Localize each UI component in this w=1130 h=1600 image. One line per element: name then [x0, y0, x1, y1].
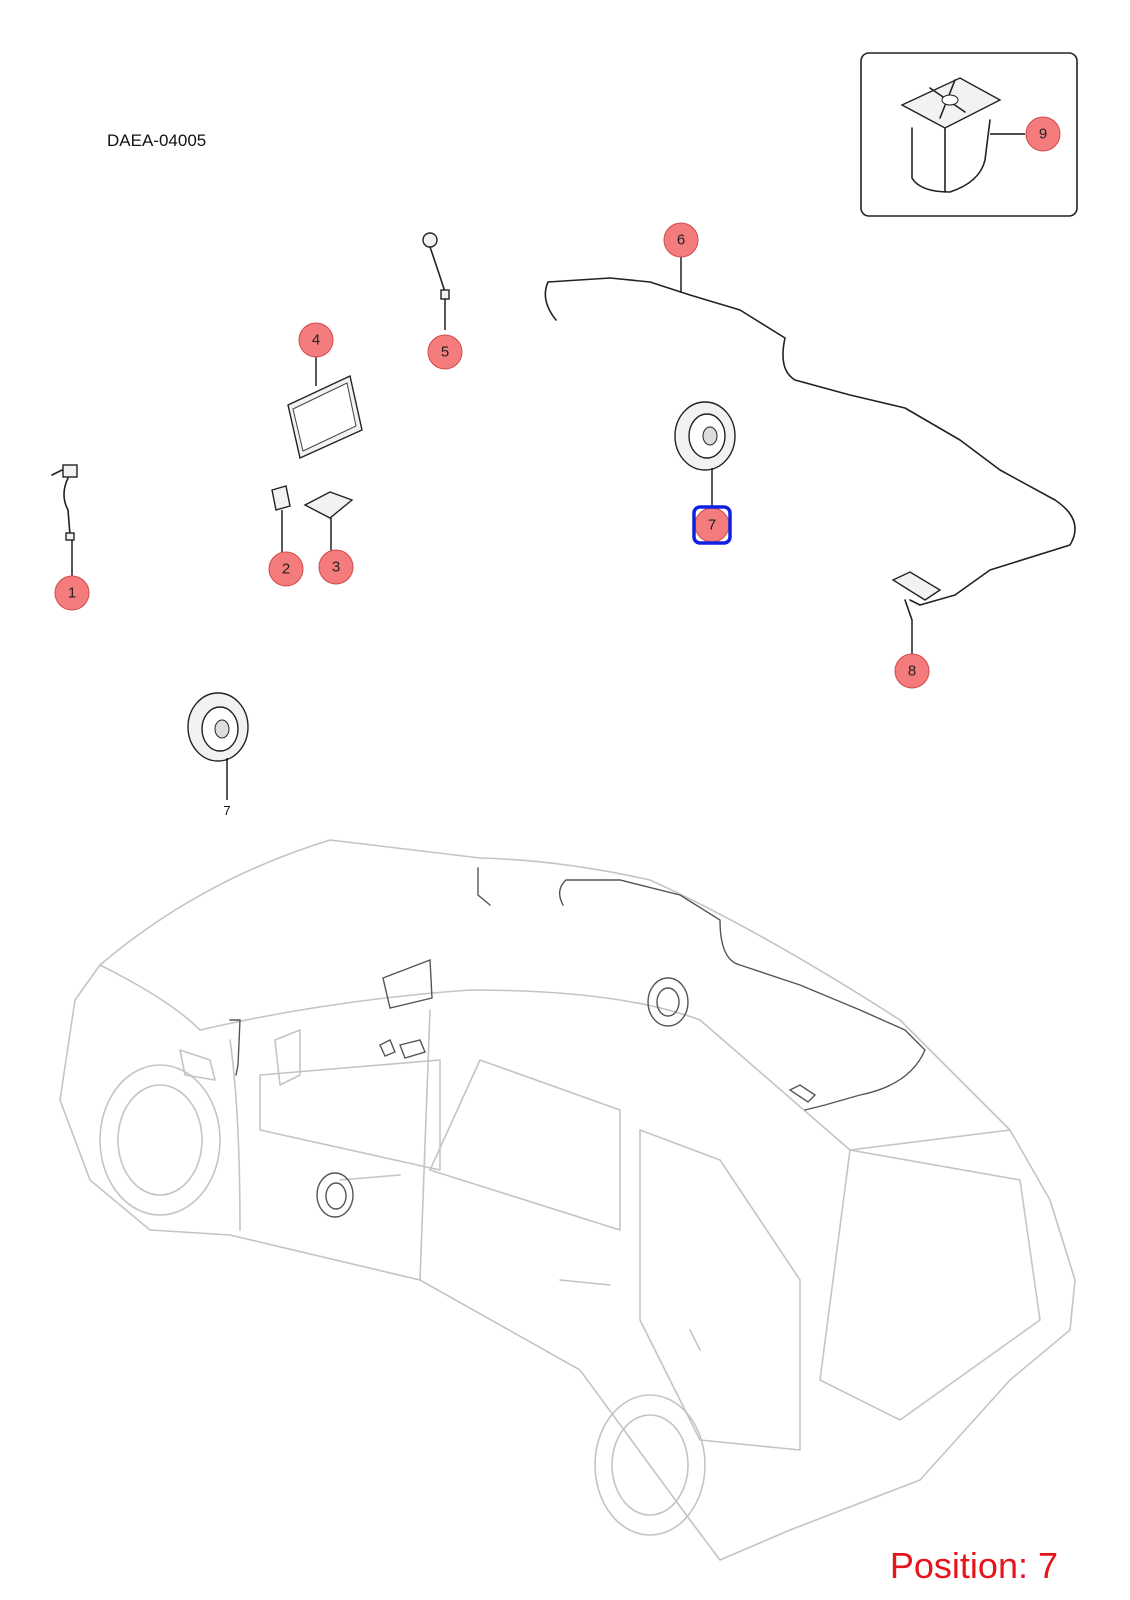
- callout-5[interactable]: 5: [427, 334, 463, 370]
- car-outline: [59, 839, 1076, 1561]
- callout-1[interactable]: 1: [54, 575, 90, 611]
- svg-text:2: 2: [282, 561, 290, 578]
- svg-text:3: 3: [332, 559, 340, 576]
- car-installed-parts: [229, 867, 926, 1218]
- callout-4[interactable]: 4: [298, 322, 334, 358]
- callout-8[interactable]: 8: [894, 653, 930, 689]
- highlight-box: [692, 505, 732, 545]
- harness-part-1: [51, 464, 78, 578]
- bracket-part-8: [891, 571, 942, 655]
- plain-label-7: 7: [223, 803, 230, 818]
- display-part-4: [287, 348, 363, 459]
- svg-text:4: 4: [312, 332, 320, 349]
- svg-text:1: 1: [68, 585, 76, 602]
- svg-text:6: 6: [677, 232, 685, 249]
- inset-box: [860, 52, 1078, 217]
- module-part-3: [303, 491, 354, 553]
- callout-2[interactable]: 2: [268, 551, 304, 587]
- callout-9[interactable]: 9: [1025, 116, 1061, 152]
- switch-part-2: [271, 485, 291, 555]
- speaker-part-7: [674, 401, 736, 510]
- svg-text:5: 5: [441, 344, 449, 361]
- speaker-left-7: [187, 692, 249, 800]
- clip-part-9: [900, 77, 1002, 193]
- svg-text:8: 8: [908, 663, 916, 680]
- diagram-code: DAEA-04005: [107, 131, 207, 150]
- callout-6[interactable]: 6: [663, 222, 699, 258]
- callout-7[interactable]: 7: [692, 505, 732, 545]
- svg-text:7: 7: [708, 517, 716, 534]
- position-label: Position: 7: [889, 1545, 1058, 1586]
- cable-part-5: [422, 232, 450, 330]
- callouts: 1 2 3 4 5 6 7 8: [54, 116, 1061, 689]
- callout-3[interactable]: 3: [318, 549, 354, 585]
- harness-part-6: [544, 257, 1076, 606]
- svg-text:9: 9: [1039, 126, 1047, 143]
